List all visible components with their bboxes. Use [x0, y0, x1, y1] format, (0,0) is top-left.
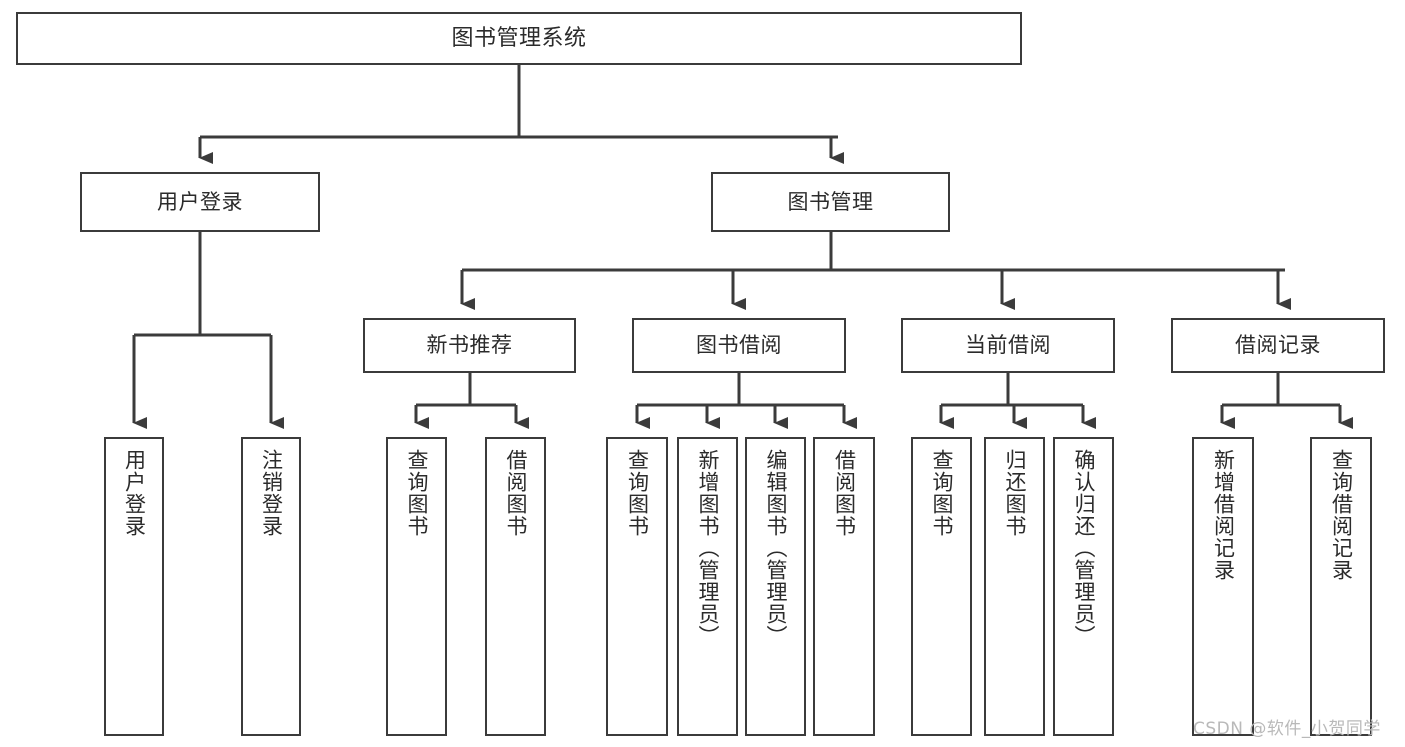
node-book-management-label: 图书管理: [787, 189, 874, 214]
node-leaf-query-book-current-label: 查询图书: [929, 449, 954, 537]
node-borrow-record-label: 借阅记录: [1235, 333, 1321, 358]
node-leaf-logout[interactable]: 注销登录: [241, 437, 301, 736]
node-book-borrow[interactable]: 图书借阅: [632, 318, 846, 373]
node-leaf-borrow-book[interactable]: 借阅图书: [813, 437, 875, 736]
node-book-management[interactable]: 图书管理: [711, 172, 950, 232]
node-leaf-return-book[interactable]: 归还图书: [984, 437, 1045, 736]
node-leaf-confirm-return-label: 确认归还（管理员）: [1071, 449, 1096, 647]
node-user-login-label: 用户登录: [157, 189, 243, 214]
node-leaf-add-borrow-record-label: 新增借阅记录: [1211, 449, 1236, 581]
node-leaf-edit-book[interactable]: 编辑图书（管理员）: [745, 437, 806, 736]
node-leaf-query-book-recommend[interactable]: 查询图书: [386, 437, 447, 736]
node-leaf-query-book-recommend-label: 查询图书: [404, 449, 429, 537]
node-leaf-query-book-current[interactable]: 查询图书: [911, 437, 972, 736]
node-leaf-query-borrow-record[interactable]: 查询借阅记录: [1310, 437, 1372, 736]
watermark: CSDN @软件_小贺同学: [1193, 719, 1381, 739]
node-leaf-query-borrow-record-label: 查询借阅记录: [1329, 449, 1354, 581]
node-leaf-borrow-book-recommend[interactable]: 借阅图书: [485, 437, 546, 736]
node-leaf-query-book-borrow[interactable]: 查询图书: [606, 437, 668, 736]
node-root-label: 图书管理系统: [451, 25, 587, 51]
node-leaf-borrow-book-label: 借阅图书: [832, 449, 857, 537]
node-current-borrow[interactable]: 当前借阅: [901, 318, 1115, 373]
node-leaf-add-book[interactable]: 新增图书（管理员）: [677, 437, 738, 736]
node-root[interactable]: 图书管理系统: [16, 12, 1022, 65]
node-current-borrow-label: 当前借阅: [965, 333, 1051, 358]
node-leaf-user-login[interactable]: 用户登录: [104, 437, 164, 736]
node-user-login[interactable]: 用户登录: [80, 172, 320, 232]
node-leaf-borrow-book-recommend-label: 借阅图书: [503, 449, 528, 537]
node-leaf-confirm-return[interactable]: 确认归还（管理员）: [1053, 437, 1114, 736]
node-borrow-record[interactable]: 借阅记录: [1171, 318, 1385, 373]
node-leaf-add-borrow-record[interactable]: 新增借阅记录: [1192, 437, 1254, 736]
node-book-borrow-label: 图书借阅: [696, 333, 782, 358]
node-new-book-recommend-label: 新书推荐: [426, 333, 513, 358]
node-leaf-return-book-label: 归还图书: [1002, 449, 1027, 537]
node-leaf-add-book-label: 新增图书（管理员）: [695, 449, 720, 647]
node-leaf-edit-book-label: 编辑图书（管理员）: [763, 449, 788, 647]
node-leaf-query-book-borrow-label: 查询图书: [625, 449, 650, 537]
node-leaf-logout-label: 注销登录: [259, 449, 284, 537]
node-leaf-user-login-label: 用户登录: [122, 449, 147, 537]
node-new-book-recommend[interactable]: 新书推荐: [363, 318, 576, 373]
